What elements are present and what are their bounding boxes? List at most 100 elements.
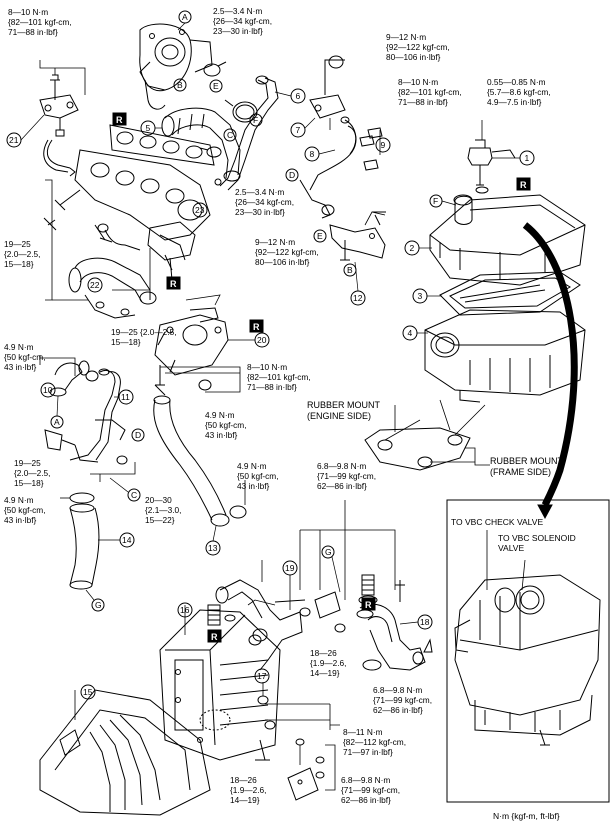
part-number-1: 1 [519,150,535,166]
bolt [423,638,433,653]
torque-spec-e: 0.55—0.85 N·m{5.7—8.6 kgf-cm,4.9—7.5 in·… [487,77,551,107]
svg-text:R: R [365,600,372,610]
nut [116,455,128,465]
part-23-bracket [147,221,196,281]
torque-spec-g: 9—12 N·m{92—122 kgf-cm,80—106 in·lbf} [255,237,319,267]
part-14-hose [69,503,100,590]
part-number-18: 18 [417,614,433,630]
rubber-mount-frame-label: RUBBER MOUNT(FRAME SIDE) [490,456,564,477]
part-5-hose [161,107,241,182]
torque-spec-r: 18—26{1.9—2.6,14—19} [310,648,347,678]
torque-spec-m: 19—25{2.0—2.5,15—18} [14,458,51,488]
bolt [295,738,305,746]
part-number-7: 7 [290,122,306,138]
connection-b: B [343,263,357,277]
svg-text:E: E [317,231,323,241]
svg-text:D: D [135,430,141,440]
clamp [85,370,99,382]
connection-a: A [50,415,64,429]
svg-text:A: A [54,417,60,427]
svg-text:4: 4 [408,328,413,338]
torque-spec-f: 2.5—3.4 N·m{26—34 kgf-cm,23—30 in·lbf} [235,187,295,217]
bolt [97,223,109,233]
part-number-19: 19 [282,560,298,576]
part-3-filter [439,271,581,316]
part-22-pipe [68,257,157,319]
clip-right [361,574,375,596]
bolt [264,720,276,730]
nut [328,55,344,69]
bracket [44,429,63,451]
part-4-air-cleaner-case [424,309,586,403]
svg-text:C: C [131,490,137,500]
svg-text:19: 19 [285,563,295,573]
torque-spec-q: 6.8—9.8 N·m{71—99 kgf-cm,62—86 in·lbf} [317,461,377,491]
torque-spec-u: 18—26{1.9—2.6,14—19} [230,775,267,805]
svg-text:5: 5 [146,123,151,133]
torque-spec-i: 19—25 {2.0—2.5,15—18} [111,327,177,347]
rubber-mounts [364,427,471,471]
part-number-21: 21 [6,132,22,148]
bolt [257,695,269,705]
part-number-13: 13 [205,540,221,556]
part-10-elbow [49,360,90,397]
seal-marker: R [112,112,127,126]
part-number-9: 9 [375,137,391,153]
svg-text:18: 18 [420,617,430,627]
part-12-bracket [329,211,386,261]
connection-e: E [313,229,327,243]
part-number-11: 11 [118,389,134,405]
part-1-sensor [467,139,516,186]
o-ring [362,659,382,671]
part-number-5: 5 [140,120,156,136]
svg-text:10: 10 [43,385,53,395]
part-number-8: 8 [304,146,320,162]
part-2-air-cleaner-cover [429,194,586,286]
svg-text:23: 23 [195,205,205,215]
part-11-pipe [69,368,126,461]
turbocharger [139,23,213,110]
bracket-lower [287,767,319,801]
svg-text:22: 22 [90,280,100,290]
svg-text:14: 14 [122,535,132,545]
torque-spec-j: 4.9 N·m{50 kgf-cm,43 in·lbf} [4,342,46,372]
bolt [315,771,325,779]
part-13-hose [153,395,230,527]
svg-text:G: G [95,600,102,610]
clamp-upper [203,61,227,77]
part-8-pipe [299,116,357,219]
nut [334,623,346,633]
rubber-mount-engine-label: RUBBER MOUNT(ENGINE SIDE) [307,400,381,421]
part-number-3: 3 [412,288,428,304]
svg-text:F: F [433,196,438,206]
part-9-bolts [359,127,383,171]
torque-spec-b: 2.5—3.4 N·m{26—34 kgf-cm,23—30 in·lbf} [213,6,273,36]
part-20-outlet [154,307,229,376]
connection-f: F [429,194,443,208]
svg-text:17: 17 [257,671,267,681]
part-number-20: 20 [254,332,270,348]
part-number-4: 4 [402,325,418,341]
seal-marker: R [361,597,376,611]
inset-frame [446,499,610,803]
svg-text:11: 11 [121,392,130,402]
torque-spec-t: 8—11 N·m{82—112 kgf-cm,71—97 in·lbf} [343,727,407,757]
bolt [214,178,222,186]
part-number-14: 14 [119,532,135,548]
bolt [299,607,311,617]
o-ring [475,186,489,194]
connection-d: D [131,428,145,442]
clamp [69,492,95,504]
seal-marker: R [249,319,264,333]
torque-spec-a: 8—10 N·m{82—101 kgf-cm,71—88 in·lbf} [8,7,72,37]
connection-b: B [173,78,187,92]
torque-spec-s: 6.8—9.8 N·m{71—99 kgf-cm,62—86 in·lbf} [373,685,433,715]
svg-text:7: 7 [296,125,301,135]
seal-marker: R [166,276,181,290]
clamp-f [224,99,258,123]
svg-text:F: F [253,115,258,125]
connection-g: G [321,545,335,559]
svg-text:R: R [170,279,177,289]
seal-marker: R [207,629,222,643]
